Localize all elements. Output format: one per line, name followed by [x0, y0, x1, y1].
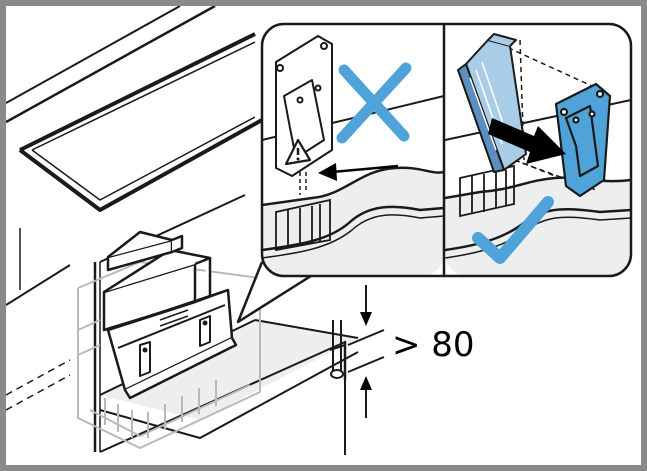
push-arrow [488, 118, 566, 164]
worktop-edge [6, 6, 216, 124]
pointing-arrow [318, 163, 399, 181]
mounting-bracket-wrong [275, 35, 333, 177]
panel-correct [445, 33, 631, 276]
check-mark-icon [472, 196, 554, 264]
diagram-canvas [6, 6, 633, 455]
panel-incorrect [262, 35, 444, 276]
dimension-label: > 80 [392, 325, 475, 365]
ghost-base-unit [77, 260, 261, 450]
mounting-bracket-correct [554, 82, 612, 198]
cabinet-side-left [6, 264, 71, 306]
warning-triangle-icon [284, 138, 312, 166]
cross-mark-icon [336, 62, 412, 144]
recirculation-unit [102, 230, 238, 400]
cabinet-foot [329, 320, 346, 379]
cooktop [18, 32, 263, 212]
detail-callout [260, 22, 633, 278]
height-dimension [347, 285, 385, 418]
